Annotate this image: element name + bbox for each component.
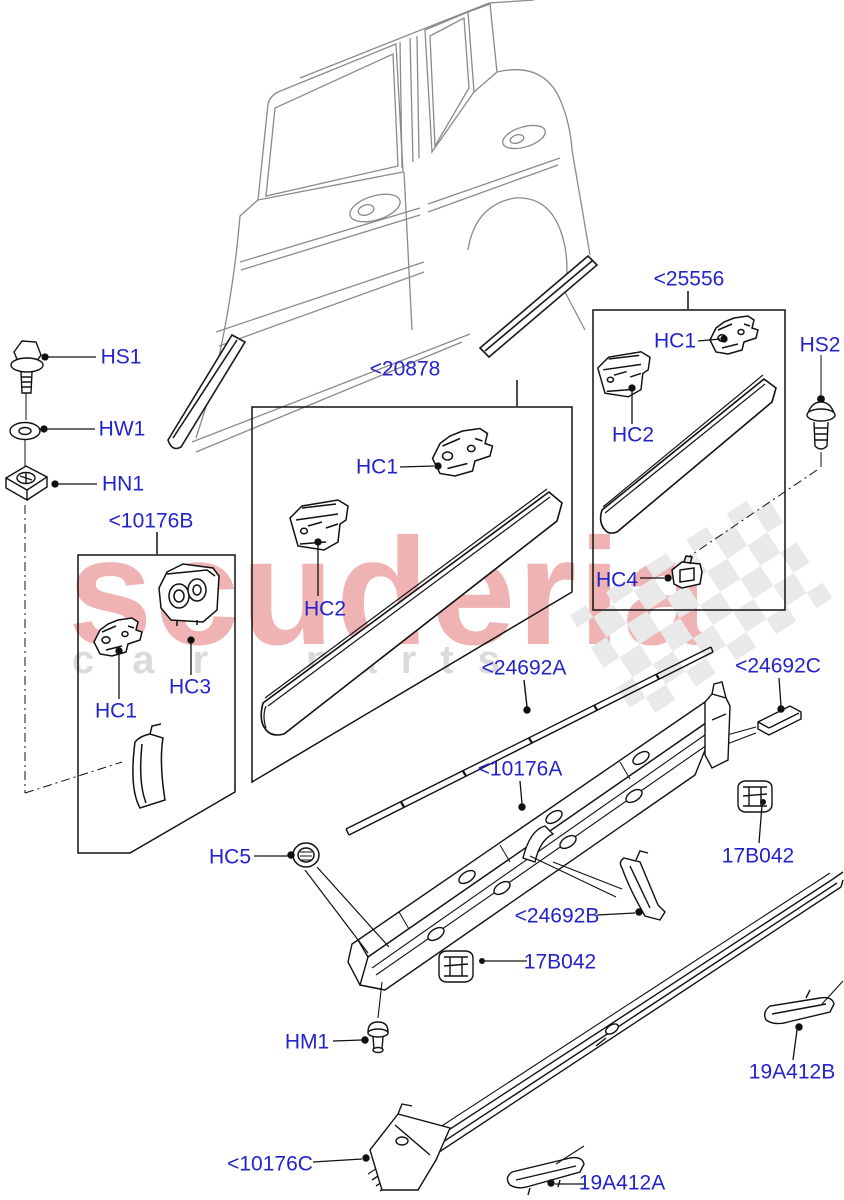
leader-lines-25556 <box>628 335 728 582</box>
door-moulding-25556 <box>599 374 777 534</box>
group-box-25556 <box>592 291 786 611</box>
door-moulding-20878 <box>260 488 563 736</box>
label-hc2-20878: HC2 <box>303 597 347 621</box>
clip-hc1-icon-20878 <box>431 427 494 477</box>
strip-19a412a-icon <box>506 1145 586 1196</box>
label-group-25556: <25556 <box>653 267 725 291</box>
checkered-flag-watermark <box>569 490 833 723</box>
label-hc4: HC4 <box>595 568 639 592</box>
grommet-hc5-icon <box>254 842 390 954</box>
label-24692c: <24692C <box>735 654 821 678</box>
label-hc1-25556: HC1 <box>653 329 697 353</box>
bolt-hs1-icon <box>10 340 44 394</box>
label-hc3: HC3 <box>168 675 212 699</box>
clip-hc1-icon-25556 <box>709 315 759 355</box>
block-24692c-icon <box>726 677 802 745</box>
clip-hc3-icon <box>158 563 220 627</box>
label-hc1-20878: HC1 <box>355 455 399 479</box>
clip-nut-hn1-icon <box>4 465 49 502</box>
leader-lines-10176b <box>115 636 195 699</box>
fastener-leader-lines <box>40 353 97 488</box>
corner-piece-24692b-icon <box>529 850 666 921</box>
clip-hc4-icon <box>671 555 703 589</box>
sill-finisher-10176c <box>312 871 844 1192</box>
fastener-connector-lines <box>24 393 123 794</box>
clip-17b042-upper-icon <box>737 780 773 844</box>
label-17b042-lower: 17B042 <box>523 950 597 974</box>
vehicle-side-drawing <box>191 0 591 453</box>
label-hs2: HS2 <box>799 333 841 357</box>
label-24692b: <24692B <box>514 904 600 928</box>
label-hs1: HS1 <box>100 345 142 369</box>
label-10176c: <10176C <box>227 1152 313 1176</box>
label-19a412b: 19A412B <box>748 1060 836 1084</box>
pin-hm1-icon <box>332 981 389 1054</box>
clip-17b042-lower-icon <box>438 950 527 983</box>
group-box-10176b <box>77 532 236 854</box>
label-17b042-upper: 17B042 <box>721 844 795 868</box>
label-10176a: <10176A <box>477 757 563 781</box>
label-group-10176b: <10176B <box>108 509 194 533</box>
group-box-20878 <box>251 380 573 784</box>
washer-hw1-icon <box>9 421 41 441</box>
highlighted-door-mouldings <box>167 254 599 450</box>
label-hw1: HW1 <box>98 417 146 441</box>
strip-24692a <box>345 646 714 836</box>
label-hm1: HM1 <box>284 1030 330 1054</box>
label-hc2-25556: HC2 <box>611 423 655 447</box>
label-hn1: HN1 <box>101 472 145 496</box>
label-24692a: <24692A <box>481 656 567 680</box>
sill-panel-10176a <box>347 681 731 991</box>
strip-19a412b-icon <box>763 980 844 1061</box>
label-hc1-10176b: HC1 <box>94 699 138 723</box>
end-cap-icon-10176b <box>132 723 166 809</box>
label-hc5: HC5 <box>208 845 252 869</box>
screw-hs2-icon <box>689 355 836 557</box>
clip-hc2-icon-25556 <box>597 351 651 398</box>
label-19a412a: 19A412A <box>578 1171 666 1195</box>
watermark-sub-car: car <box>72 638 247 682</box>
label-group-20878: <20878 <box>369 357 441 381</box>
leader-lines-20878 <box>314 462 442 596</box>
